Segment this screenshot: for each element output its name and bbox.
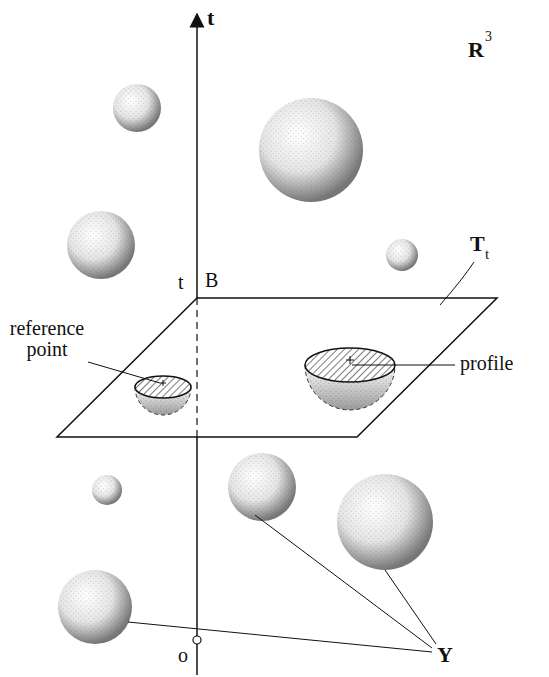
section-plane xyxy=(57,298,497,437)
leader-line xyxy=(440,262,474,305)
leader-line xyxy=(88,362,160,383)
sphere xyxy=(113,84,161,132)
sphere xyxy=(386,239,418,271)
origin-point xyxy=(193,636,201,644)
sphere-stipple xyxy=(259,98,363,202)
sphere-stipple xyxy=(113,84,161,132)
space-superscript: 3 xyxy=(485,30,492,45)
sphere xyxy=(58,570,132,644)
sphere-particles xyxy=(58,84,433,644)
sphere xyxy=(92,475,122,505)
axis-value: t xyxy=(178,272,184,293)
sphere-stipple xyxy=(386,239,418,271)
sphere-stipple xyxy=(228,453,296,521)
set-label: Y xyxy=(437,643,453,666)
leader-line xyxy=(352,365,455,366)
callout-label: profile xyxy=(460,353,513,374)
plane-subscript: t xyxy=(485,247,489,263)
leader-line xyxy=(255,515,432,648)
sphere xyxy=(337,474,433,570)
sphere-stipple xyxy=(58,570,132,644)
profile-section xyxy=(135,376,191,398)
leader-line xyxy=(128,622,432,652)
t-axis-hidden xyxy=(196,298,197,437)
sphere xyxy=(67,211,135,279)
t-axis xyxy=(196,14,198,298)
sphere-stipple xyxy=(67,211,135,279)
callout-label: reference point xyxy=(2,318,92,360)
sphere xyxy=(228,453,296,521)
reference-point-mark xyxy=(346,356,354,364)
sphere-stipple xyxy=(337,474,433,570)
sphere xyxy=(259,98,363,202)
reference-point-mark xyxy=(160,380,166,386)
origin-label: o xyxy=(178,645,188,666)
sphere-stipple xyxy=(92,475,122,505)
space-label: R xyxy=(468,38,484,61)
profile-hatch xyxy=(135,376,191,398)
point-label: B xyxy=(205,270,218,291)
axis-label: t xyxy=(207,6,214,29)
leader-line xyxy=(385,570,436,644)
plane-label: T xyxy=(470,232,485,255)
